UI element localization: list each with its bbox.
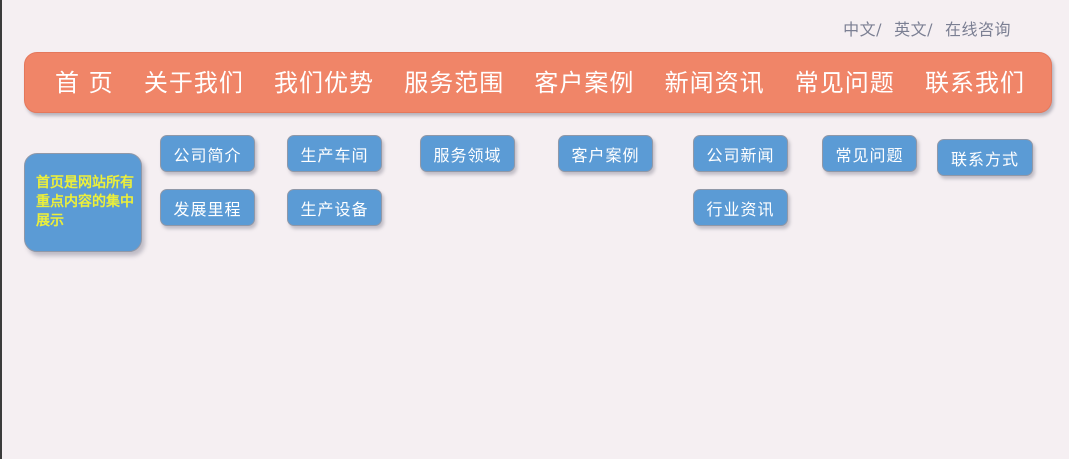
column-news: 公司新闻行业资讯 xyxy=(693,135,788,226)
column-our-advantage: 生产车间生产设备 xyxy=(287,135,382,226)
sitemap-node[interactable]: 公司新闻 xyxy=(693,135,788,172)
nav-item-5[interactable]: 新闻资讯 xyxy=(664,68,765,97)
nav-item-3[interactable]: 服务范围 xyxy=(404,68,505,97)
lang-english-link[interactable]: 英文/ xyxy=(894,20,933,39)
column-customer-cases: 客户案例 xyxy=(558,135,653,172)
lang-chinese-link[interactable]: 中文/ xyxy=(843,20,883,39)
sitemap-node[interactable]: 联系方式 xyxy=(937,139,1033,176)
nav-item-2[interactable]: 我们优势 xyxy=(274,68,375,97)
sitemap-node[interactable]: 生产车间 xyxy=(287,135,382,172)
nav-item-4[interactable]: 客户案例 xyxy=(534,68,635,97)
online-consult-link[interactable]: 在线咨询 xyxy=(944,20,1011,39)
sitemap-node[interactable]: 服务领域 xyxy=(420,135,515,172)
column-about-us: 公司简介发展里程 xyxy=(160,135,255,226)
column-contact: 联系方式 xyxy=(937,139,1033,176)
home-description-text: 首页是网站所有重点内容的集中展示 xyxy=(36,175,134,229)
sitemap-node[interactable]: 发展里程 xyxy=(160,189,255,226)
nav-item-0[interactable]: 首 页 xyxy=(55,68,114,97)
nav-item-1[interactable]: 关于我们 xyxy=(143,68,244,97)
sitemap-node[interactable]: 客户案例 xyxy=(558,135,653,172)
column-service-scope: 服务领域 xyxy=(420,135,515,172)
home-description-box[interactable]: 首页是网站所有重点内容的集中展示 xyxy=(24,153,142,252)
sitemap-node[interactable]: 公司简介 xyxy=(160,135,255,172)
nav-item-7[interactable]: 联系我们 xyxy=(924,68,1025,97)
sitemap-node[interactable]: 生产设备 xyxy=(287,189,382,226)
top-utility-links: 中文/英文/在线咨询 xyxy=(843,16,1011,40)
sitemap-columns: 公司简介发展里程生产车间生产设备 服务领域 客户案例 公司新闻行业资讯常见问题联系方式 xyxy=(2,130,1069,270)
sitemap-node[interactable]: 行业资讯 xyxy=(693,189,788,226)
column-faq: 常见问题 xyxy=(822,135,917,172)
sitemap-node[interactable]: 常见问题 xyxy=(822,135,917,172)
nav-item-6[interactable]: 常见问题 xyxy=(794,68,895,97)
main-navigation-bar: 首 页关于我们 我们优势服务范围客户案例新闻资讯常见问题联系我们 xyxy=(24,52,1052,113)
